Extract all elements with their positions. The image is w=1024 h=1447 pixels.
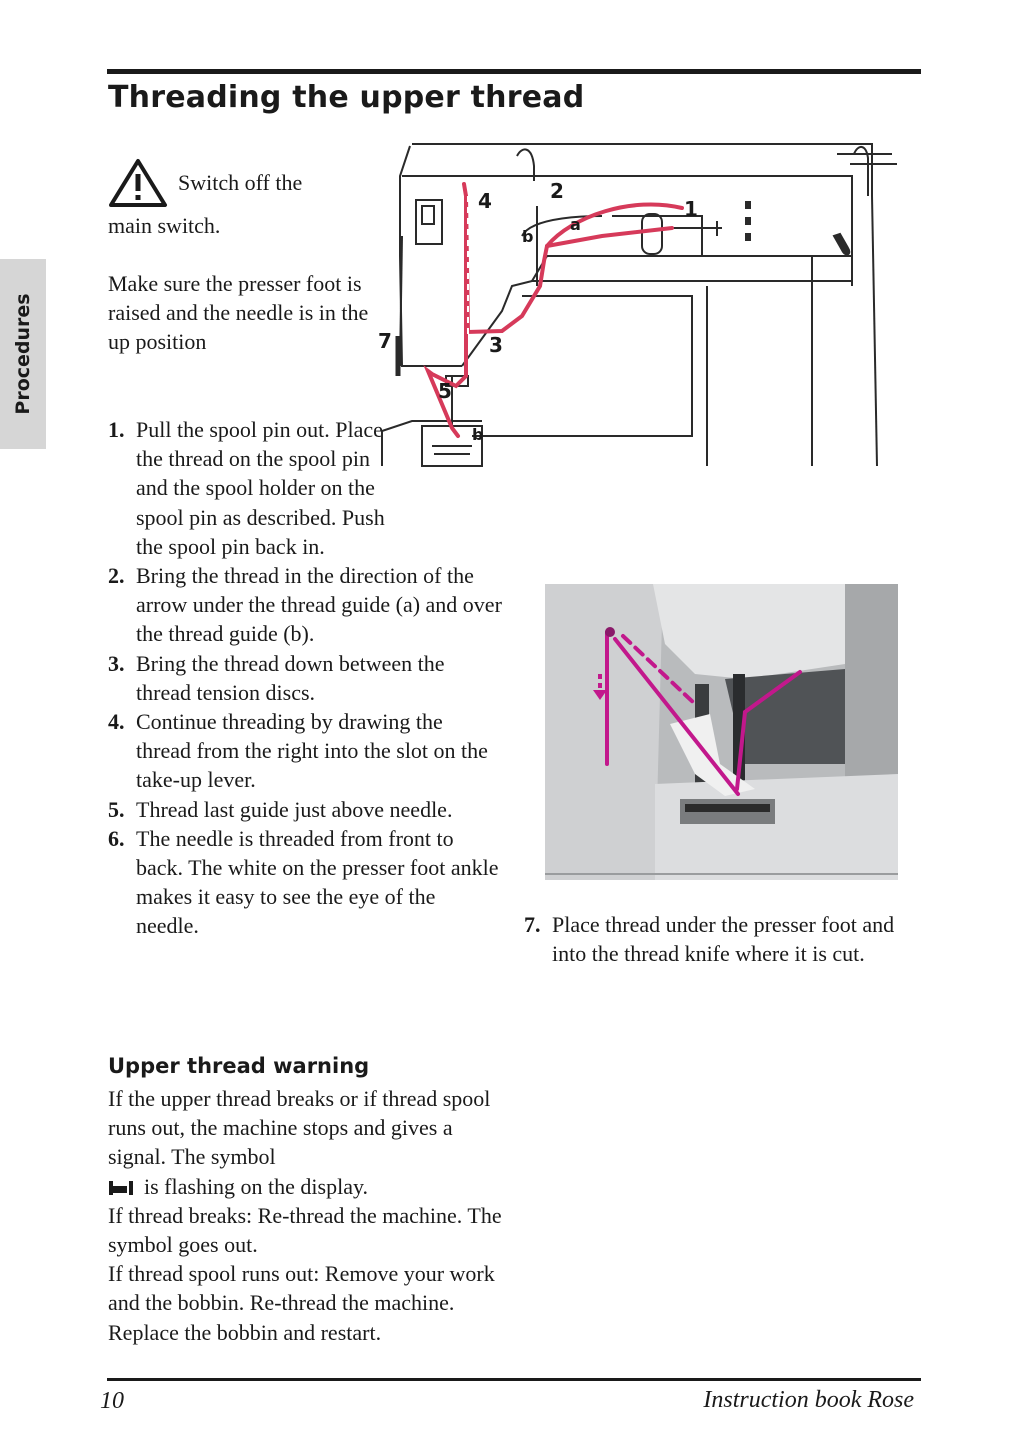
label-b: b [522, 227, 533, 246]
label-4: 4 [478, 189, 492, 213]
step-number: 1. [108, 417, 125, 442]
section-tab: Procedures [0, 259, 46, 449]
threading-diagram: 4 1 2 a b 3 5 7 b [378, 143, 897, 467]
step-text: Continue threading by drawing the thread… [136, 709, 488, 793]
label-1: 1 [684, 197, 698, 221]
warning-paragraph: If thread spool runs out: Remove your wo… [108, 1261, 495, 1345]
page-title: Threading the upper thread [108, 80, 585, 115]
warning-notice-line2: main switch. [108, 213, 221, 238]
thread-break-symbol-icon [109, 1180, 133, 1195]
step-item: 7. Place thread under the presser foot an… [524, 910, 932, 968]
machine-outline [381, 143, 897, 467]
step-text: The needle is threaded from front to bac… [136, 825, 499, 939]
thread-path [423, 182, 684, 438]
step-text: Bring the thread in the direction of the… [136, 563, 502, 647]
label-3: 3 [489, 333, 503, 357]
warning-paragraph: If the upper thread breaks or if thread … [108, 1086, 491, 1199]
step-item: 5. Thread last guide just above needle. [108, 795, 503, 824]
section-tab-label: Procedures [12, 293, 34, 415]
step-item: 6. The needle is threaded from front to b… [108, 824, 503, 941]
step-number: 4. [108, 709, 125, 735]
threading-steps: 1. Pull the spool pin out. Place the thre… [108, 415, 503, 941]
intro-paragraph: Make sure the presser foot is raised and… [108, 271, 369, 355]
label-5: 5 [438, 379, 452, 403]
label-2: 2 [550, 179, 564, 203]
step-text: Pull the spool pin out. Place the thread… [136, 417, 385, 559]
warning-notice-line1: Switch off the [178, 170, 303, 195]
step-number: 5. [108, 796, 125, 822]
step-item: 1. Pull the spool pin out. Place the thre… [108, 415, 386, 561]
page-number: 10 [100, 1388, 124, 1414]
step-item: 4. Continue threading by drawing the thre… [108, 707, 503, 795]
step-text: Thread last guide just above needle. [136, 796, 453, 822]
step-number: 2. [108, 563, 125, 589]
label-b-lower: b [472, 425, 483, 444]
warning-paragraph: If thread breaks: Re-thread the machine.… [108, 1202, 502, 1258]
bottom-rule [107, 1378, 921, 1381]
step-text: Bring the thread down between the thread… [136, 650, 445, 705]
step-text: Place thread under the presser foot and … [552, 912, 895, 967]
upper-thread-warning-body: If the upper thread breaks or if thread … [108, 1084, 508, 1347]
label-7: 7 [378, 329, 392, 353]
needle-area-photo [545, 584, 898, 880]
step-number: 7. [524, 912, 541, 937]
step-item: 2. Bring the thread in the direction of t… [108, 561, 503, 649]
book-title: Instruction book Rose [703, 1387, 914, 1413]
warning-triangle-icon [109, 159, 167, 207]
top-rule [107, 69, 921, 74]
step-number: 3. [108, 650, 125, 676]
upper-thread-warning-heading: Upper thread warning [108, 1054, 370, 1078]
label-a: a [570, 215, 581, 234]
step-number: 6. [108, 825, 125, 851]
step-item: 3. Bring the thread down between the thre… [108, 649, 503, 707]
